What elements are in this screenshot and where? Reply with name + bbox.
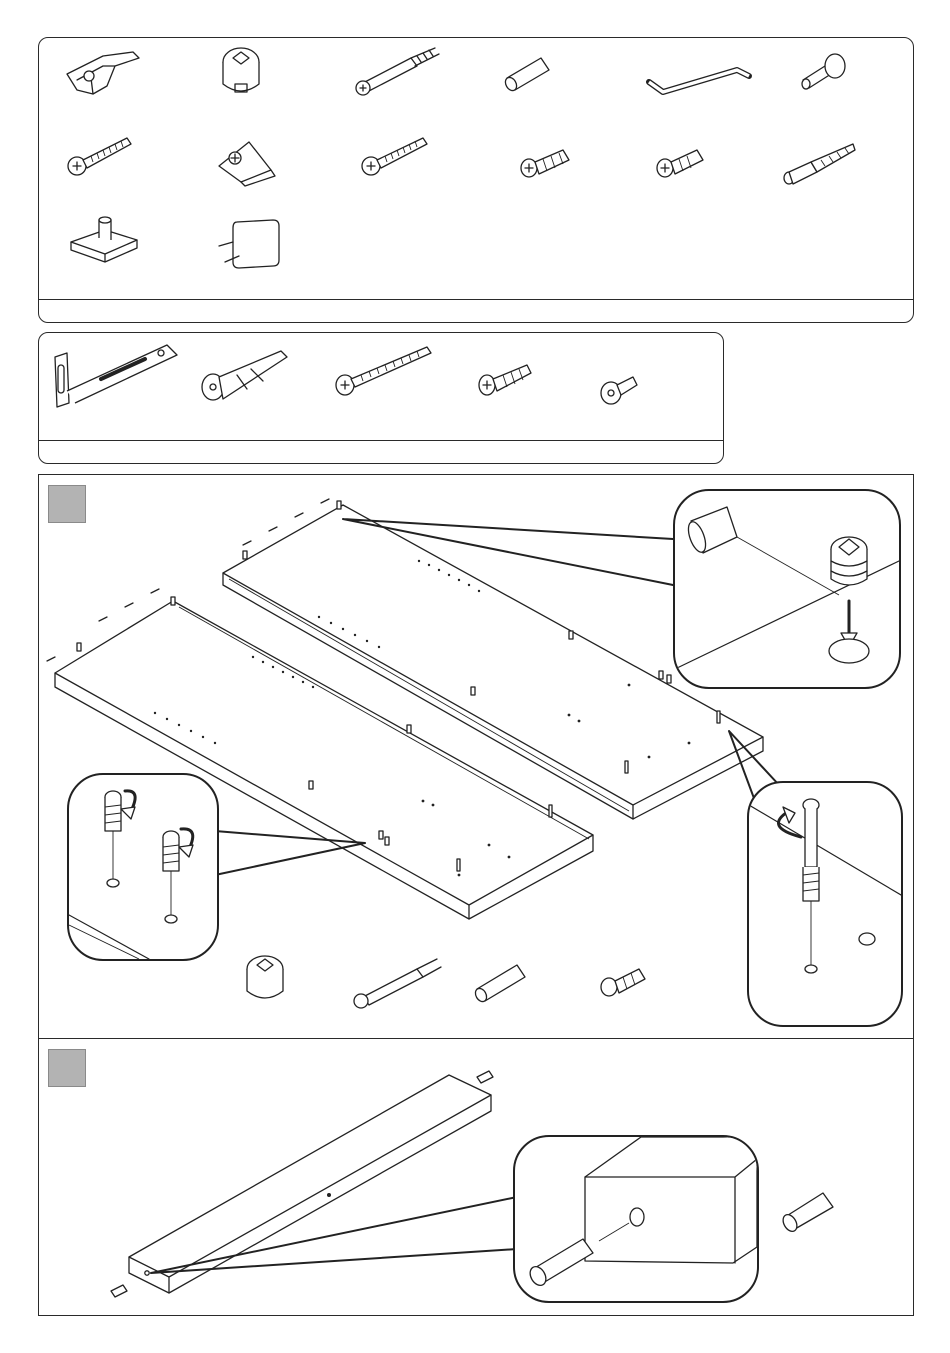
hardware-panel-1-footer [39,299,913,322]
step-2-detail-dowel [513,1135,759,1303]
step-1-detail-cam-lock [673,489,901,689]
dowel-screw-icon [781,138,861,188]
wardrobe-clip-icon [63,46,143,98]
cam-lock-icon [217,44,267,100]
hardware-panel-2 [38,332,724,464]
corner-bracket-icon [213,136,283,186]
hardware-panel-2-footer [39,440,723,463]
wall-bracket-icon [45,341,185,417]
step-1-detail-screws [67,773,219,961]
short-screw-icon [653,142,713,182]
step-2-loose-dowel-icon [779,1183,839,1233]
step-2-illustration [39,1039,915,1317]
step-2-panel [38,1038,914,1316]
step-1-panel [38,474,914,1040]
small-bolt-icon [597,369,643,409]
step-1-loose-parts [247,956,645,1008]
shelf-pin-icon [797,52,857,92]
wooden-dowel-icon [501,52,557,92]
cam-bolt-icon [351,44,443,100]
step-1-detail-bolt [747,781,903,1027]
allen-key-icon [645,56,755,96]
hardware-panel-1 [38,37,914,323]
leveling-foot-icon [65,208,145,266]
bracket-screw-icon [475,357,539,399]
furniture-pad-icon [217,212,287,272]
wall-screw-icon [331,343,441,403]
chipboard-screw-icon [357,130,437,184]
wall-plug-icon [197,345,293,405]
euro-screw-icon [517,142,577,182]
long-screw-icon [63,130,143,182]
